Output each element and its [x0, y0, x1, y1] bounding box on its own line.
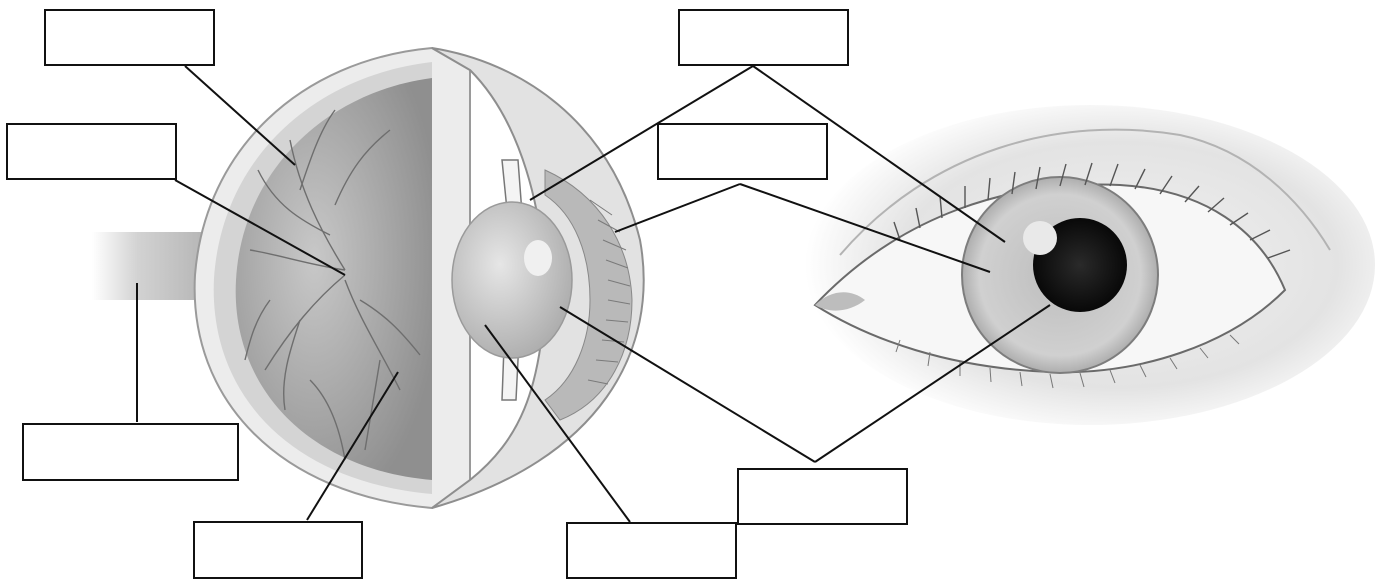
- label-box-mid-left[interactable]: [6, 123, 177, 180]
- label-box-bottom-center-left[interactable]: [193, 521, 363, 579]
- lens-highlight: [524, 240, 552, 276]
- optic-nerve: [92, 232, 207, 300]
- lens: [452, 202, 572, 358]
- label-box-top-right[interactable]: [678, 9, 849, 66]
- label-box-bottom-right[interactable]: [737, 468, 908, 525]
- label-box-bottom-center[interactable]: [566, 522, 737, 579]
- label-box-bottom-left[interactable]: [22, 423, 239, 481]
- label-box-top-left[interactable]: [44, 9, 215, 66]
- eye-highlight: [1023, 221, 1057, 255]
- label-box-mid-right[interactable]: [657, 123, 828, 180]
